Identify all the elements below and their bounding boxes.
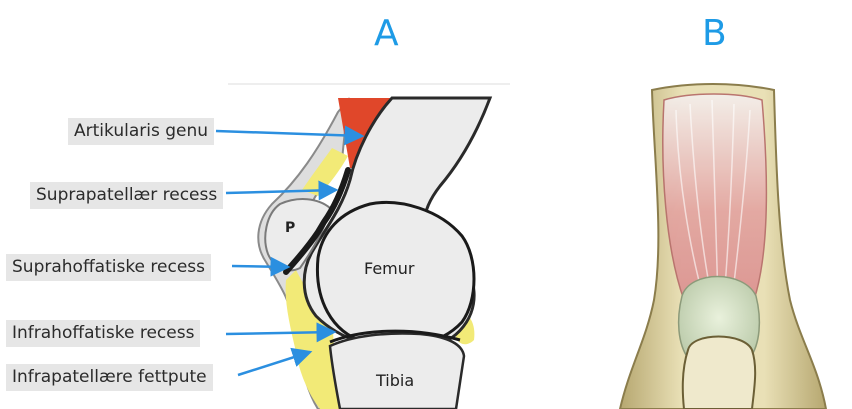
label-artikularis-genu: Artikularis genu [68, 118, 214, 145]
panel-b-quadriceps [620, 84, 826, 409]
label-infrahoffatiske-recess: Infrahoffatiske recess [6, 320, 200, 347]
label-infrapatellar-fat-pad: Infrapatellære fettpute [6, 364, 213, 391]
arrow-suprahoffatiske [232, 266, 288, 267]
patella-label: P [285, 220, 295, 236]
label-suprahoffatiske-recess: Suprahoffatiske recess [6, 254, 211, 281]
femur-label: Femur [364, 259, 415, 278]
label-suprapatellar-recess: Suprapatellær recess [30, 182, 223, 209]
knee-cap-outline [683, 337, 755, 409]
tibia-label: Tibia [375, 371, 414, 390]
panel-a-knee: P Femur Tibia [216, 98, 490, 409]
